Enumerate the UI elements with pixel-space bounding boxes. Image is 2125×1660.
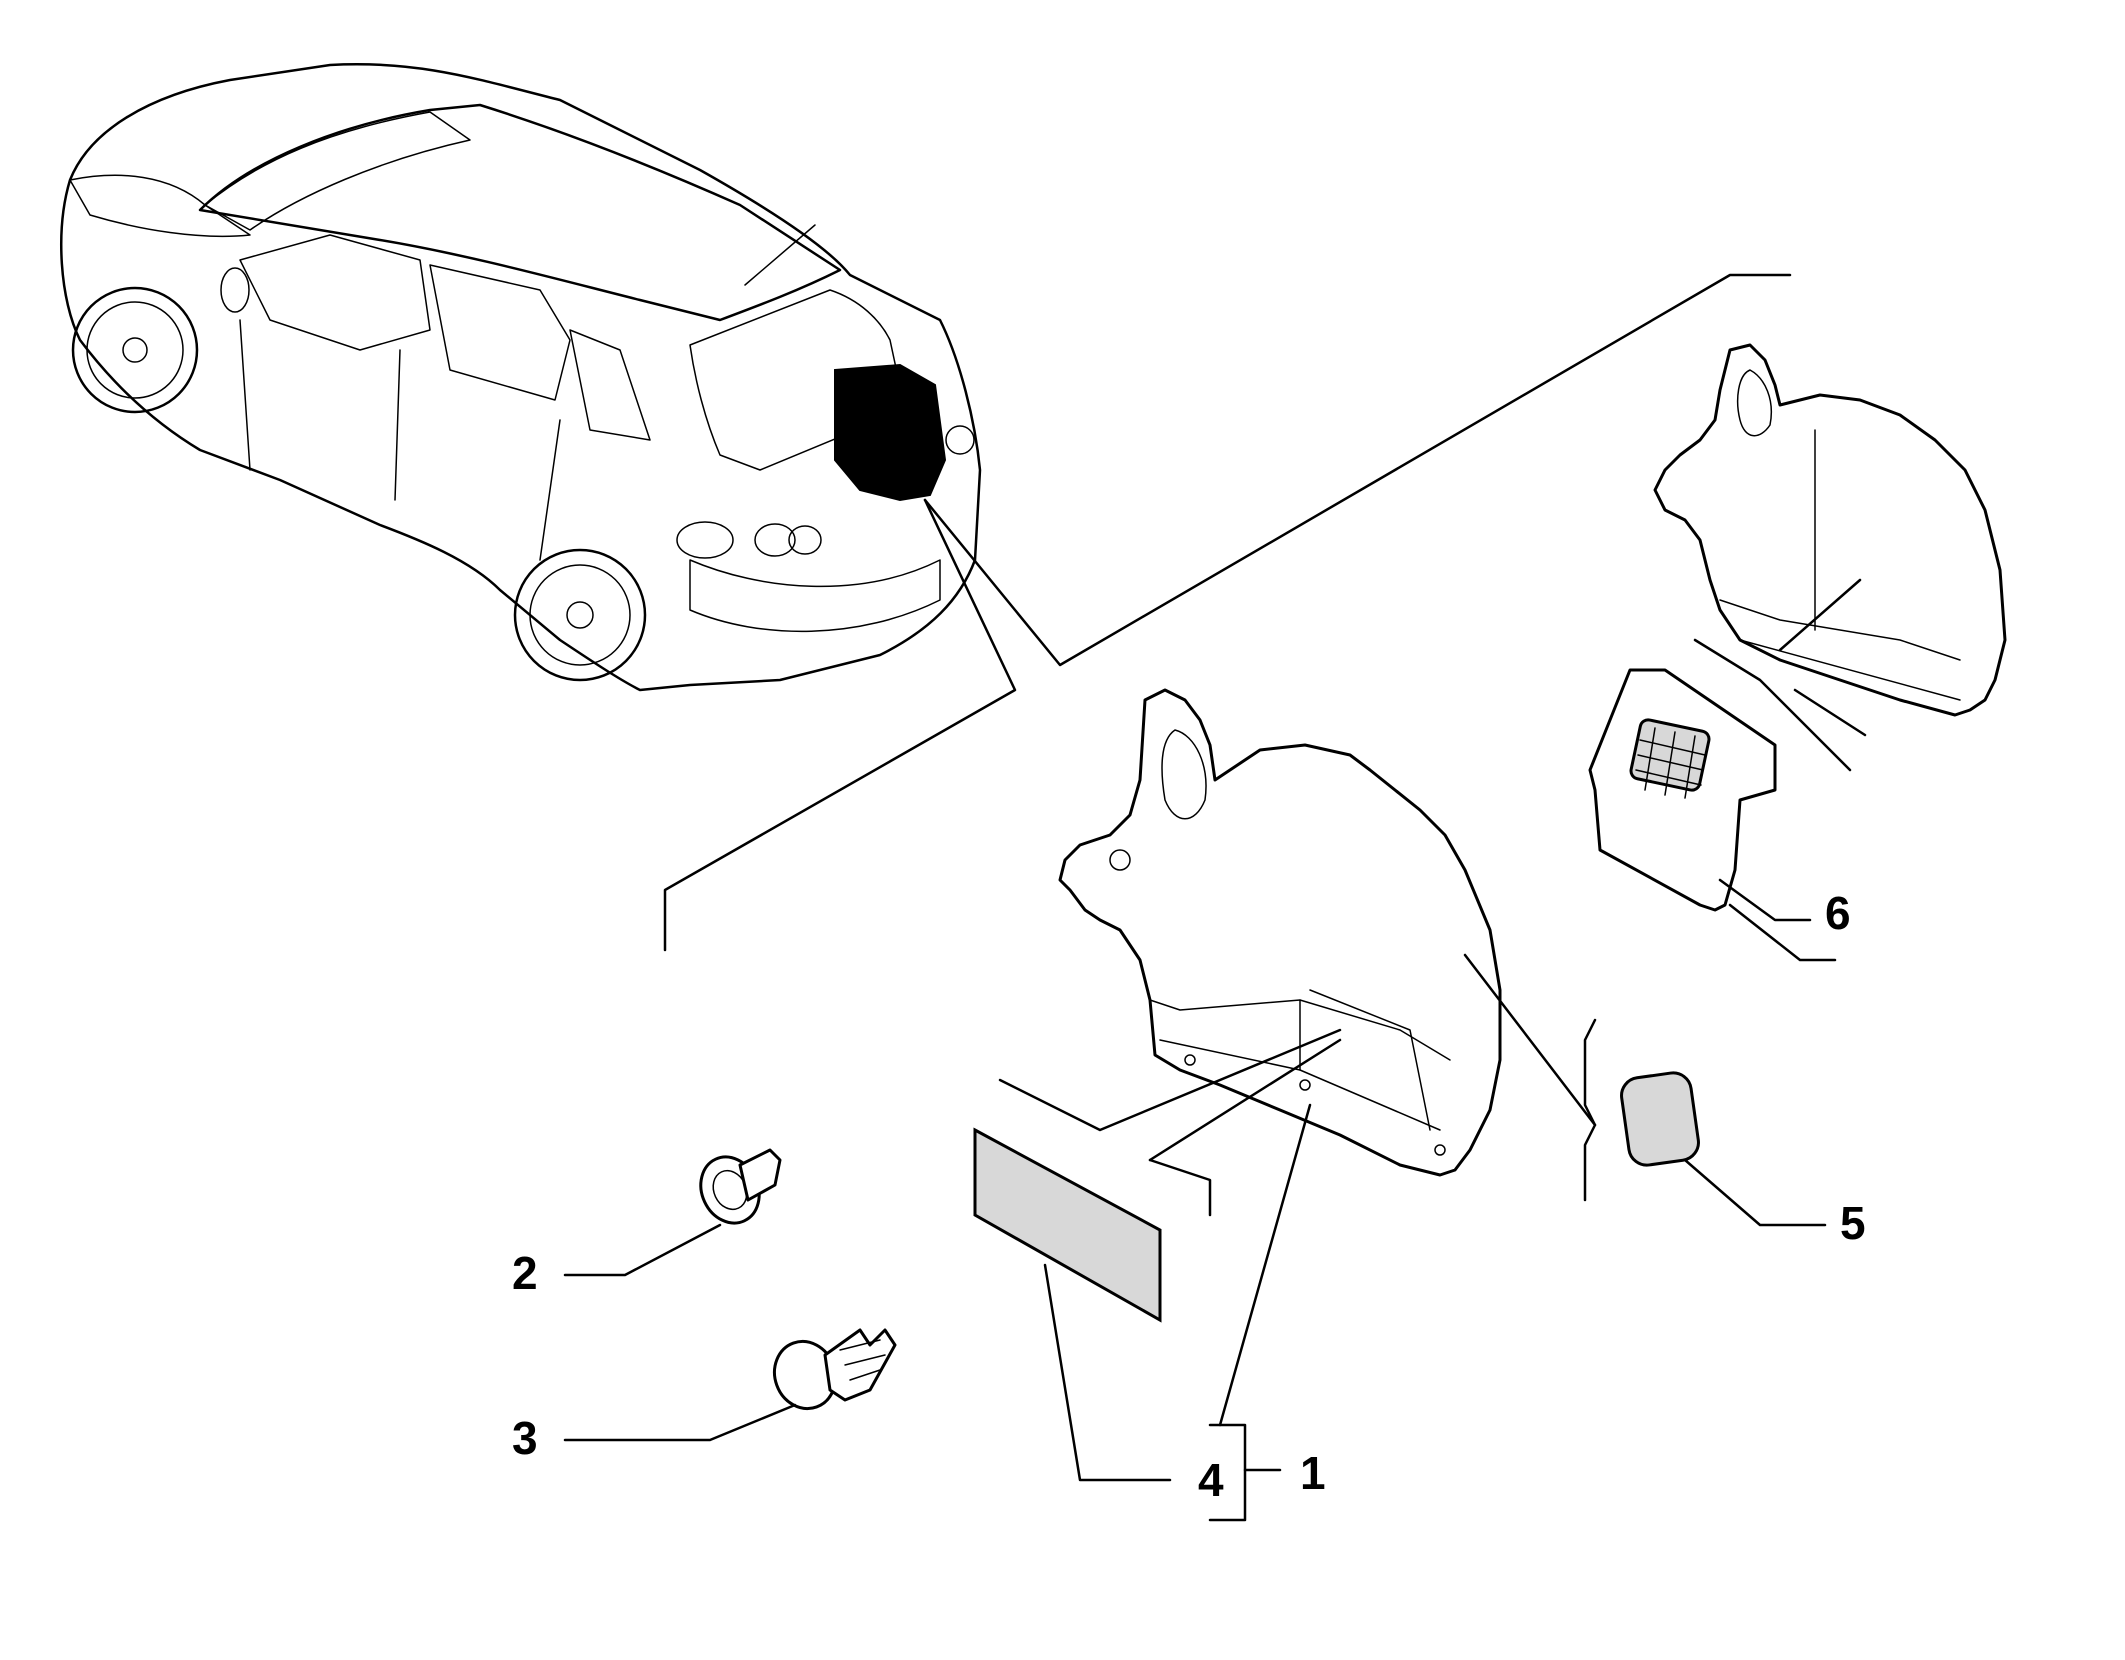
part-5-cover-cap: [1463, 953, 1827, 1227]
callout-3: 3: [512, 1412, 538, 1464]
part-2-push-pin: [563, 1148, 782, 1277]
callout-6: 6: [1825, 887, 1851, 939]
car-overview-illustration: [60, 62, 982, 692]
part-1-leader: [1208, 1103, 1312, 1522]
callout-5: 5: [1840, 1197, 1866, 1249]
part-3-fir-tree-clip: [563, 1328, 897, 1442]
part-1-trunk-side-trim: [1058, 688, 1502, 1177]
callout-4: 4: [1198, 1454, 1224, 1506]
part-6-trim-assembly: [1588, 343, 2007, 962]
part-4-pad: [973, 1028, 1342, 1482]
callout-1: 1: [1300, 1447, 1326, 1499]
zoom-callout-lines: [663, 273, 1792, 952]
callout-2: 2: [512, 1247, 538, 1299]
part-6-leader: [1718, 878, 1812, 922]
